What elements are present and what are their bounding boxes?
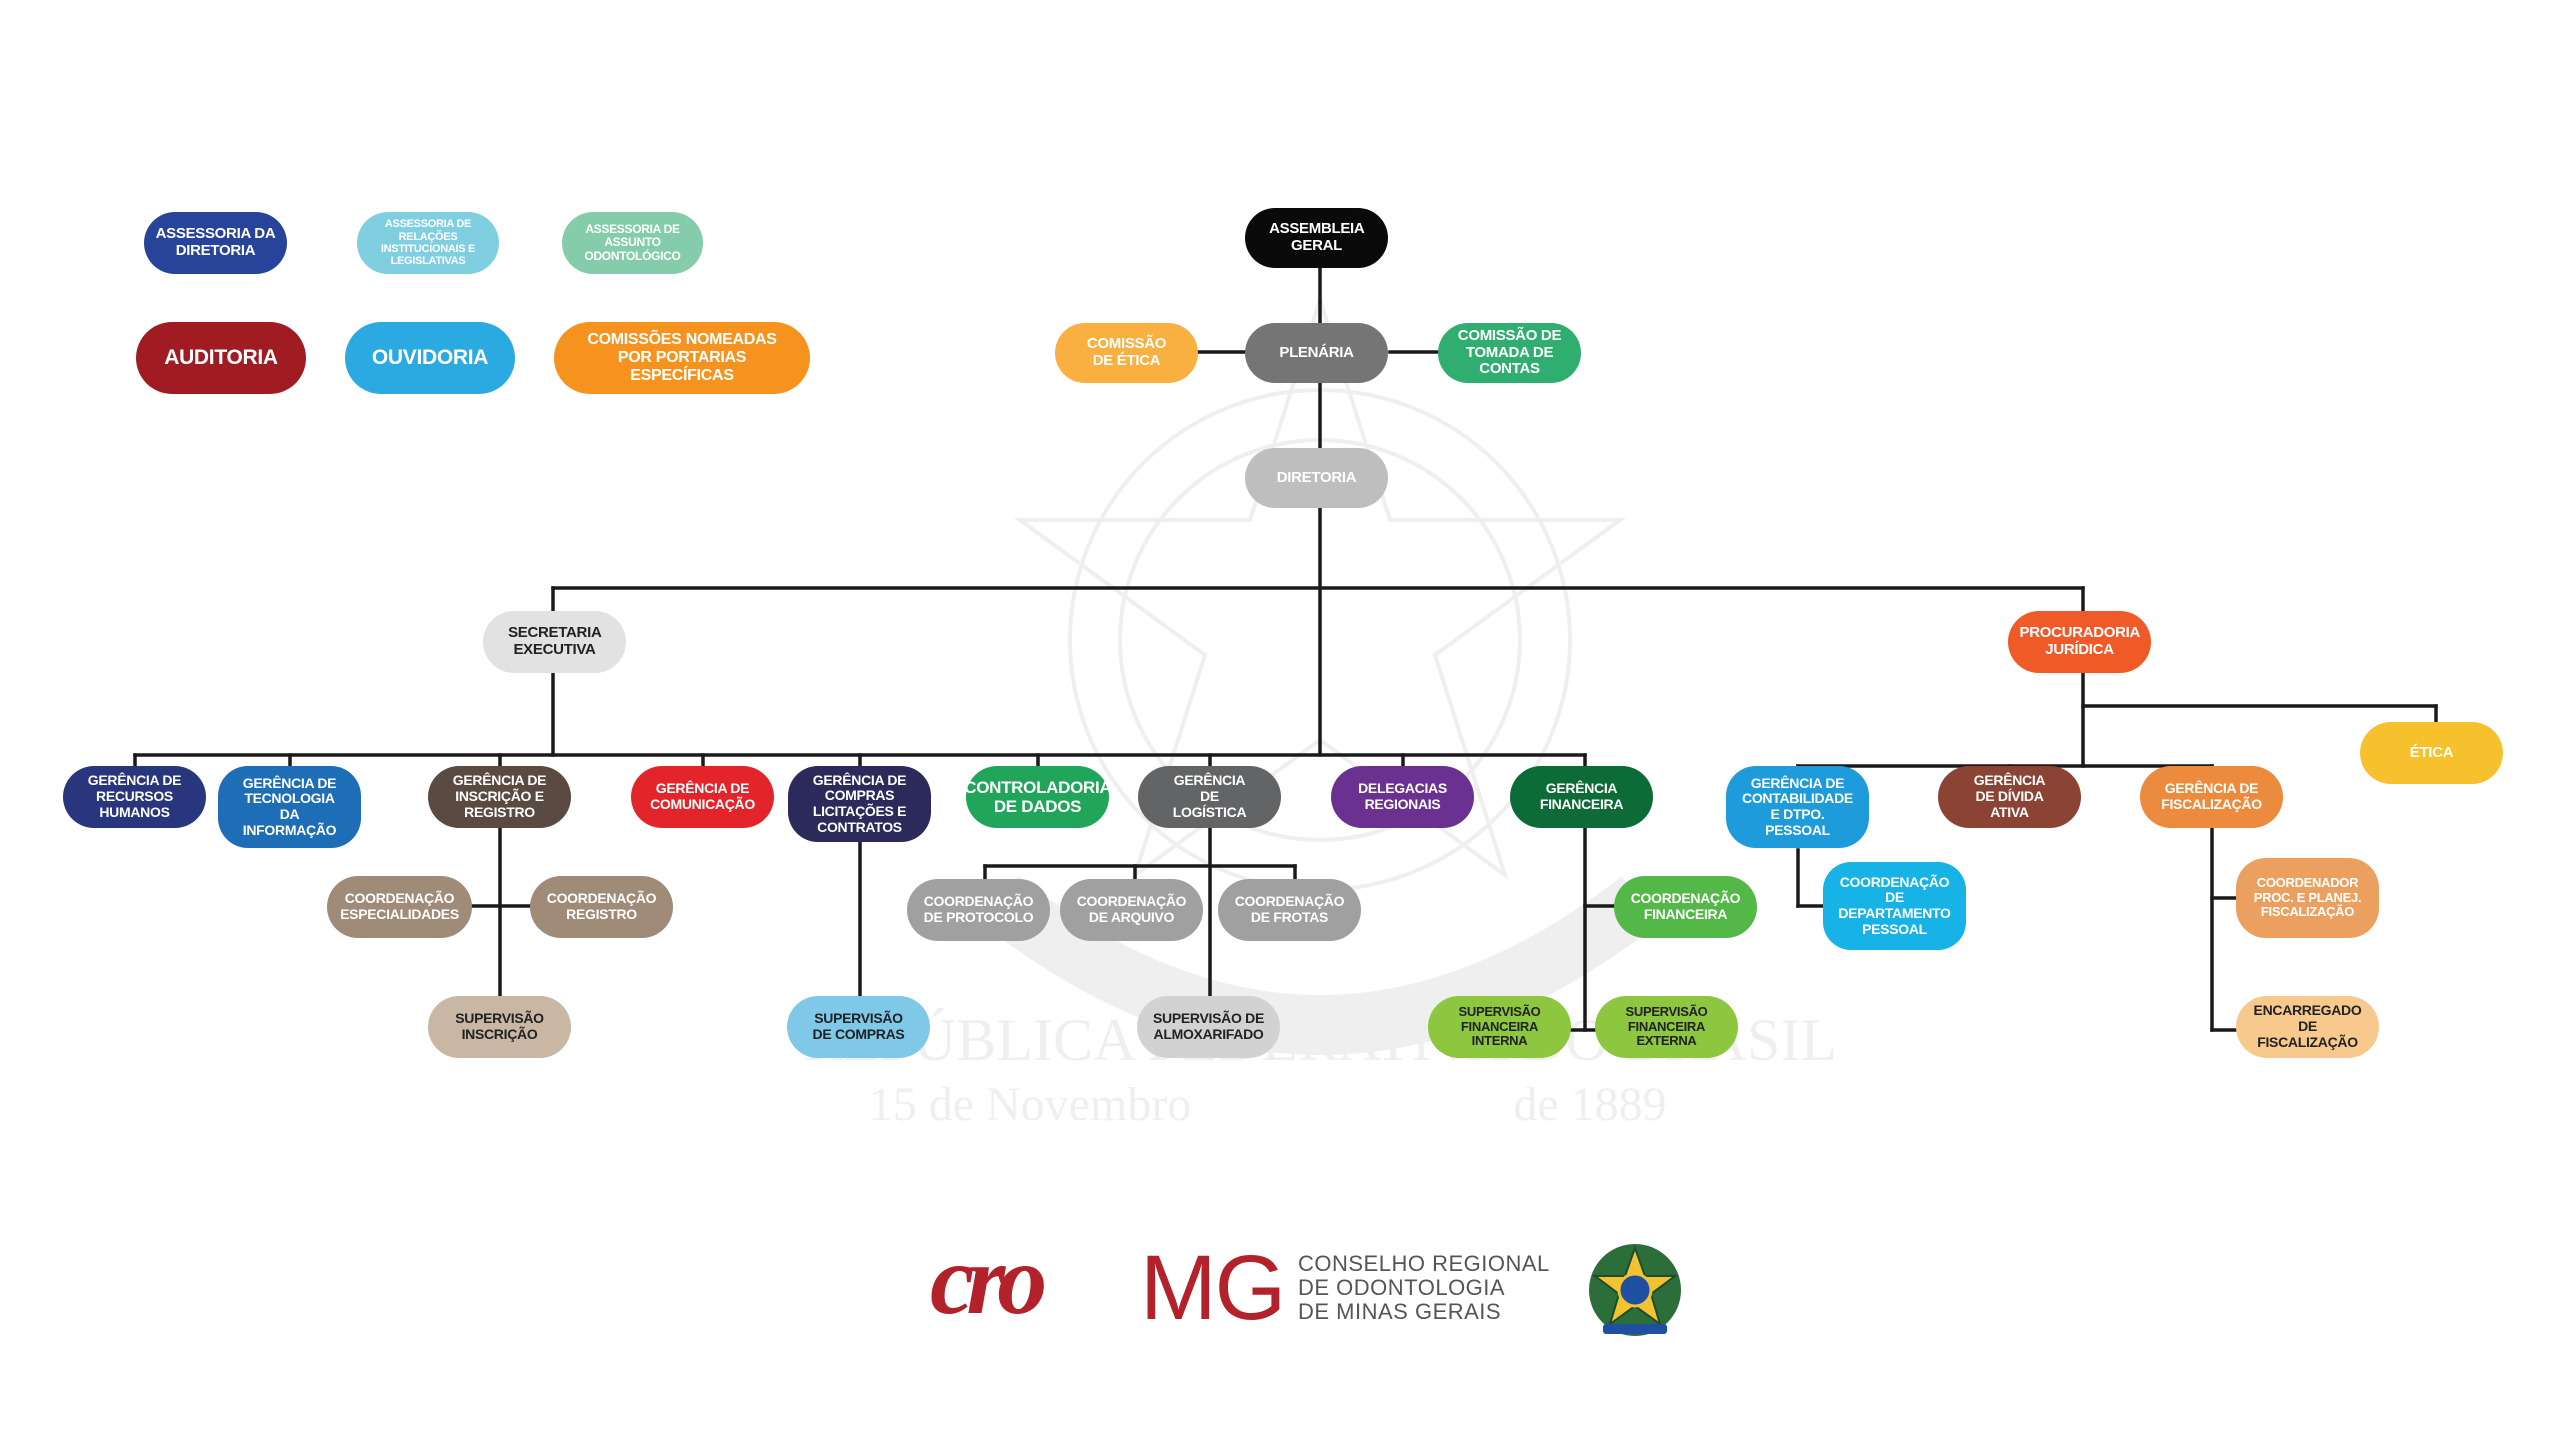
node-assembleia-geral: ASSEMBLEIA GERAL — [1245, 208, 1388, 268]
cro-logo: cro — [930, 1224, 1047, 1335]
node-gerencia-compras-licitacoes: GERÊNCIA DE COMPRAS LICITAÇÕES E CONTRAT… — [788, 766, 931, 842]
node-supervisao-compras: SUPERVISÃO DE COMPRAS — [787, 996, 930, 1058]
node-gerencia-contabilidade: GERÊNCIA DE CONTABILIDADE E DTPO. PESSOA… — [1726, 766, 1869, 848]
node-coordenador-proc-planej: COORDENADOR PROC. E PLANEJ. FISCALIZAÇÃO — [2236, 858, 2379, 938]
watermark-date-left: 15 de Novembro — [869, 1078, 1192, 1131]
node-gerencia-divida-ativa: GERÊNCIA DE DÍVIDA ATIVA — [1938, 766, 2081, 828]
node-coordenacao-arquivo: COORDENAÇÃO DE ARQUIVO — [1060, 879, 1203, 941]
node-procuradoria-juridica: PROCURADORIA JURÍDICA — [2008, 611, 2151, 673]
node-coordenacao-frotas: COORDENAÇÃO DE FROTAS — [1218, 879, 1361, 941]
node-gerencia-tecnologia-informacao: GERÊNCIA DE TECNOLOGIA DA INFORMAÇÃO — [218, 766, 361, 848]
node-assessoria-assunto-odontologico: ASSESSORIA DE ASSUNTO ODONTOLÓGICO — [562, 212, 703, 274]
node-coordenacao-especialidades: COORDENAÇÃO ESPECIALIDADES — [327, 876, 472, 938]
node-gerencia-fiscalizacao: GERÊNCIA DE FISCALIZAÇÃO — [2140, 766, 2283, 828]
node-encarregado-fiscalizacao: ENCARREGADO DE FISCALIZAÇÃO — [2236, 996, 2379, 1058]
node-gerencia-comunicacao: GERÊNCIA DE COMUNICAÇÃO — [631, 766, 774, 828]
org-name-line-1: CONSELHO REGIONAL — [1298, 1251, 1550, 1276]
org-name-line-2: DE ODONTOLOGIA — [1298, 1275, 1506, 1300]
node-auditoria: AUDITORIA — [136, 322, 306, 394]
node-controladoria-dados: CONTROLADORIA DE DADOS — [964, 766, 1112, 828]
node-coordenacao-departamento-pessoal: COORDENAÇÃO DE DEPARTAMENTO PESSOAL — [1823, 862, 1966, 950]
node-gerencia-financeira: GERÊNCIA FINANCEIRA — [1510, 766, 1653, 828]
node-assessoria-relacoes-institucionais: ASSESSORIA DE RELAÇÕES INSTITUCIONAIS E … — [357, 212, 499, 274]
node-supervisao-almoxarifado: SUPERVISÃO DE ALMOXARIFADO — [1137, 996, 1280, 1058]
mg-logo: MG — [1140, 1237, 1286, 1339]
node-assessoria-diretoria: ASSESSORIA DA DIRETORIA — [144, 212, 287, 274]
watermark-date-right: de 1889 — [1513, 1078, 1666, 1131]
node-etica: ÉTICA — [2360, 722, 2503, 784]
node-plenaria: PLENÁRIA — [1245, 323, 1388, 383]
node-gerencia-logistica: GERÊNCIA DE LOGÍSTICA — [1138, 766, 1281, 828]
node-gerencia-recursos-humanos: GERÊNCIA DE RECURSOS HUMANOS — [63, 766, 206, 828]
node-comissoes-nomeadas: COMISSÕES NOMEADAS POR PORTARIAS ESPECÍF… — [554, 322, 810, 394]
node-supervisao-financeira-externa: SUPERVISÃO FINANCEIRA EXTERNA — [1595, 996, 1738, 1058]
node-diretoria: DIRETORIA — [1245, 448, 1388, 508]
node-gerencia-inscricao-registro: GERÊNCIA DE INSCRIÇÃO E REGISTRO — [428, 766, 571, 828]
brazil-coat-of-arms-icon — [1589, 1244, 1681, 1336]
node-supervisao-inscricao: SUPERVISÃO INSCRIÇÃO — [428, 996, 571, 1058]
node-coordenacao-financeira: COORDENAÇÃO FINANCEIRA — [1614, 876, 1757, 938]
node-ouvidoria: OUVIDORIA — [345, 322, 515, 394]
org-name: CONSELHO REGIONAL DE ODONTOLOGIA DE MINA… — [1298, 1252, 1550, 1324]
node-secretaria-executiva: SECRETARIA EXECUTIVA — [483, 611, 626, 673]
org-name-line-3: DE MINAS GERAIS — [1298, 1299, 1502, 1324]
node-supervisao-financeira-interna: SUPERVISÃO FINANCEIRA INTERNA — [1428, 996, 1571, 1058]
node-comissao-etica: COMISSÃO DE ÉTICA — [1055, 323, 1198, 383]
node-comissao-tomada-contas: COMISSÃO DE TOMADA DE CONTAS — [1438, 323, 1581, 383]
node-coordenacao-registro: COORDENAÇÃO REGISTRO — [530, 876, 673, 938]
node-coordenacao-protocolo: COORDENAÇÃO DE PROTOCOLO — [907, 879, 1050, 941]
node-delegacias-regionais: DELEGACIAS REGIONAIS — [1331, 766, 1474, 828]
